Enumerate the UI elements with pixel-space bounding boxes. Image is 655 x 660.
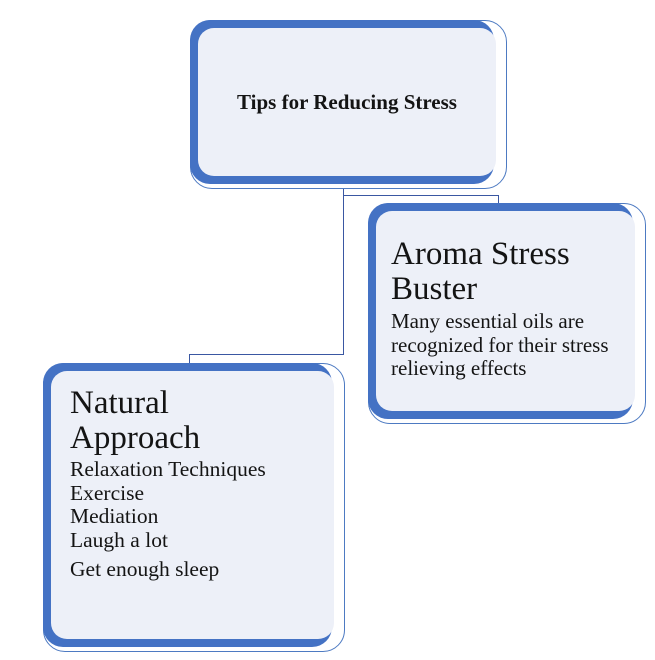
node-natural-approach[interactable]: Natural Approach Relaxation Techniques E… (43, 363, 345, 652)
list-item: Mediation (70, 504, 159, 529)
list-item: Get enough sleep (70, 556, 220, 581)
connector-aroma-drop (498, 195, 500, 204)
node-title: Natural Approach (70, 385, 201, 456)
node-content: Natural Approach Relaxation Techniques E… (51, 371, 334, 639)
connector-natural-horizontal (189, 354, 344, 356)
node-title: Tips for Reducing Stress (237, 89, 457, 114)
connector-aroma-horizontal (343, 195, 499, 197)
node-tips-for-reducing-stress[interactable]: Tips for Reducing Stress (190, 20, 507, 189)
connector-root-trunk (343, 188, 345, 355)
node-body: Many essential oils are recognized for t… (391, 308, 609, 381)
node-fill (376, 211, 635, 411)
node-fill (198, 28, 496, 176)
node-aroma-stress-buster[interactable]: Aroma Stress Buster Many essential oils … (368, 203, 646, 424)
list-item: Exercise (70, 480, 145, 505)
list-item: Laugh a lot (70, 527, 168, 552)
node-content: Tips for Reducing Stress (198, 28, 496, 176)
list-item: Relaxation Techniques (70, 456, 266, 481)
node-fill (51, 371, 334, 639)
node-item-list: Relaxation Techniques Exercise Mediation… (70, 456, 326, 581)
connector-natural-drop (189, 354, 191, 364)
node-title: Aroma Stress Buster (391, 236, 570, 307)
node-content: Aroma Stress Buster Many essential oils … (376, 211, 635, 411)
